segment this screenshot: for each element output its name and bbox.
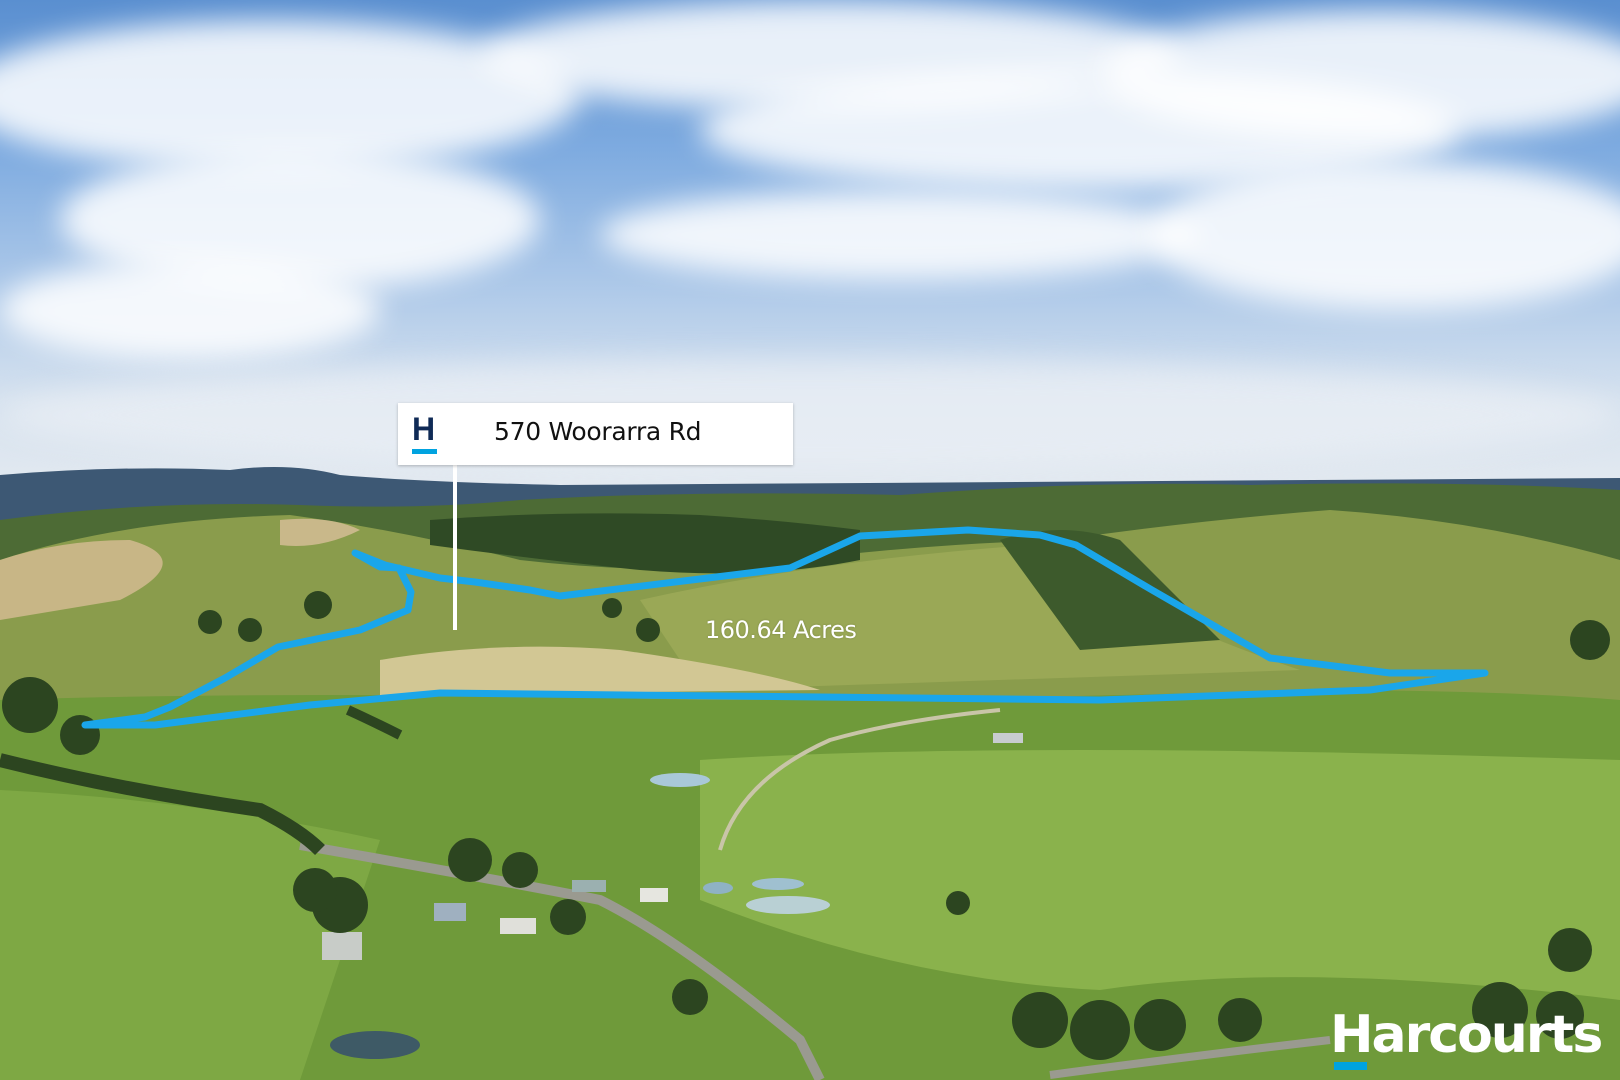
brand-accent-bar [1334, 1062, 1367, 1070]
brand-wordmark: Harcourts [1330, 1005, 1603, 1065]
haze [0, 360, 1620, 470]
sky [0, 0, 1620, 500]
logo-underline [412, 449, 437, 454]
cloud [0, 20, 580, 170]
cloud [1150, 160, 1620, 310]
logo-letter: H [412, 411, 436, 447]
property-area: 160.64 Acres [705, 616, 857, 644]
property-address: 570 Woorarra Rd [494, 417, 702, 446]
cloud [600, 190, 1200, 280]
label-pointer [453, 465, 457, 630]
cloud [1100, 10, 1620, 140]
address-label: H 570 Woorarra Rd [398, 403, 793, 465]
cloud [0, 260, 380, 360]
harcourts-h-logo-icon: H [412, 413, 438, 455]
property-boundary [81, 526, 1489, 729]
